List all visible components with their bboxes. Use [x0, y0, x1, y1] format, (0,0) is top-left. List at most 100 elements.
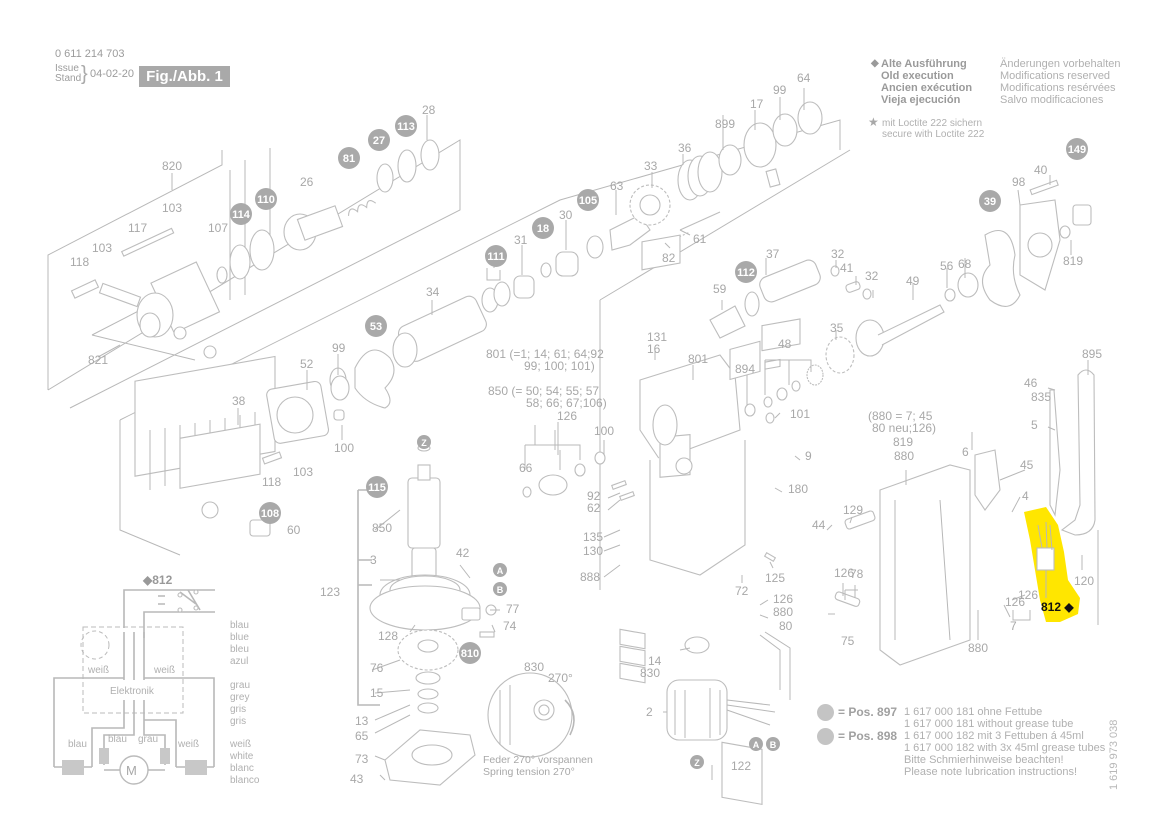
wiring-switch-label: ◆812 — [142, 573, 173, 587]
part-label: 33 — [644, 159, 658, 173]
legend-old-fr: Ancien exécution — [881, 82, 973, 94]
note-spring: Feder 270° vorspannen Spring tension 270… — [483, 671, 593, 778]
part-label: 62 — [587, 501, 601, 515]
part-shapes — [70, 101, 1099, 806]
part-label: 819 — [1063, 254, 1083, 268]
part-label: 16 — [647, 342, 661, 356]
part-label: 75 — [841, 634, 855, 648]
part-label: 46 — [1024, 376, 1038, 390]
badge-circle — [255, 188, 277, 210]
part-label: 63 — [610, 179, 624, 193]
badge-number: 18 — [537, 223, 549, 235]
part-label: 3 — [370, 553, 377, 567]
part-label: 880 — [773, 605, 793, 619]
part-label: 126 — [1018, 588, 1038, 602]
part-label: 801 — [688, 352, 708, 366]
part-label: 44 — [812, 518, 826, 532]
part-label: 99 — [332, 341, 346, 355]
part-badge: 112 — [735, 261, 757, 283]
badge-circle — [532, 217, 554, 239]
part-label: 850 — [372, 521, 392, 535]
note-850: 850 (= 50; 54; 55; 57 58; 66; 67;106) — [488, 384, 607, 410]
part-label: 107 — [208, 221, 228, 235]
part-badge: 105 — [577, 189, 599, 211]
part-badge: 114 — [230, 203, 252, 225]
badge-number: 111 — [487, 251, 504, 263]
color-key-item: blau — [230, 620, 249, 631]
spring-note-de: Feder 270° vorspannen — [483, 754, 593, 766]
part-label: 60 — [287, 523, 301, 537]
pos-898-line: Bitte Schmierhinweise beachten! — [904, 754, 1064, 766]
part-label: 126 — [773, 592, 793, 606]
part-label: 128 — [378, 629, 398, 643]
part-label: 103 — [293, 465, 313, 479]
badge-number: 810 — [461, 648, 479, 660]
color-key-item: grau — [230, 680, 250, 691]
part-label: 99 — [773, 83, 787, 97]
part-label: 820 — [162, 159, 182, 173]
part-badge: 110 — [255, 188, 277, 210]
part-label: 120 — [1074, 574, 1094, 588]
legend-mod-es: Salvo modificaciones — [1000, 94, 1104, 106]
badge-number: B — [770, 740, 777, 750]
part-badge: A — [493, 563, 507, 577]
badge-number: 53 — [370, 321, 382, 333]
part-label: 34 — [426, 285, 440, 299]
legend-old-de: Alte Ausführung — [881, 58, 967, 70]
color-key-item: weiß — [229, 739, 251, 750]
part-label: 74 — [503, 619, 517, 633]
motor-label: M — [126, 763, 137, 778]
part-label: 830 — [524, 660, 544, 674]
badge-circle — [1066, 138, 1088, 160]
color-key-item: white — [229, 751, 254, 762]
part-label: 36 — [678, 141, 692, 155]
color-key-item: gris — [230, 704, 246, 715]
part-label: 77 — [506, 602, 520, 616]
part-label: 49 — [906, 274, 920, 288]
part-label: 17 — [750, 97, 764, 111]
part-badge: Z — [417, 435, 431, 449]
part-badge: 810 — [459, 642, 481, 664]
color-key: blau blue bleu azul grau grey gris gris … — [229, 620, 260, 786]
part-label: 38 — [232, 394, 246, 408]
part-label: 42 — [456, 546, 470, 560]
part-label: 880 — [968, 641, 988, 655]
badge-number: A — [753, 740, 760, 750]
part-label: 76 — [370, 661, 384, 675]
part-label: 5 — [1031, 418, 1038, 432]
legend-old-execution: ◆Alte Ausführung Old execution Ancien ex… — [871, 58, 973, 106]
badge-circle — [493, 563, 507, 577]
badge-circle — [365, 315, 387, 337]
wire-label: grau — [138, 734, 158, 745]
part-label: 41 — [840, 261, 854, 275]
wire-label: weiß — [177, 739, 199, 750]
badge-number: 115 — [368, 482, 386, 494]
part-badge: 115 — [366, 476, 388, 498]
part-label: 895 — [1082, 347, 1102, 361]
color-key-item: blanco — [230, 775, 260, 786]
part-label: 32 — [865, 269, 879, 283]
issue-label: Issue Stand — [55, 64, 81, 84]
part-label-812: 812 ◆ — [1041, 600, 1074, 614]
part-label: 78 — [850, 567, 864, 581]
badge-circle — [766, 737, 780, 751]
part-label: 122 — [731, 759, 751, 773]
part-badge: 27 — [368, 129, 390, 151]
color-key-item: grey — [230, 692, 249, 703]
part-label: 64 — [797, 71, 811, 85]
badge-circle — [338, 147, 360, 169]
badge-number: Z — [694, 758, 700, 768]
issue-label-en: Issue — [55, 63, 79, 74]
pos-898-line: Please note lubrication instructions! — [904, 766, 1078, 778]
part-label: 7 — [1010, 619, 1017, 633]
part-label: 899 — [715, 117, 735, 131]
badge-number: A — [497, 566, 504, 576]
legend-loctite-de: mit Loctite 222 sichern — [882, 118, 983, 129]
pos-897-label: = Pos. 897 — [838, 705, 898, 719]
part-label: 4 — [1022, 489, 1029, 503]
brace-icon: } — [81, 63, 88, 85]
part-label: 180 — [788, 482, 808, 496]
color-key-item: blue — [230, 632, 249, 643]
pos-897-line: 1 617 000 181 ohne Fettube — [904, 706, 1043, 718]
part-label: 131 — [647, 330, 667, 344]
